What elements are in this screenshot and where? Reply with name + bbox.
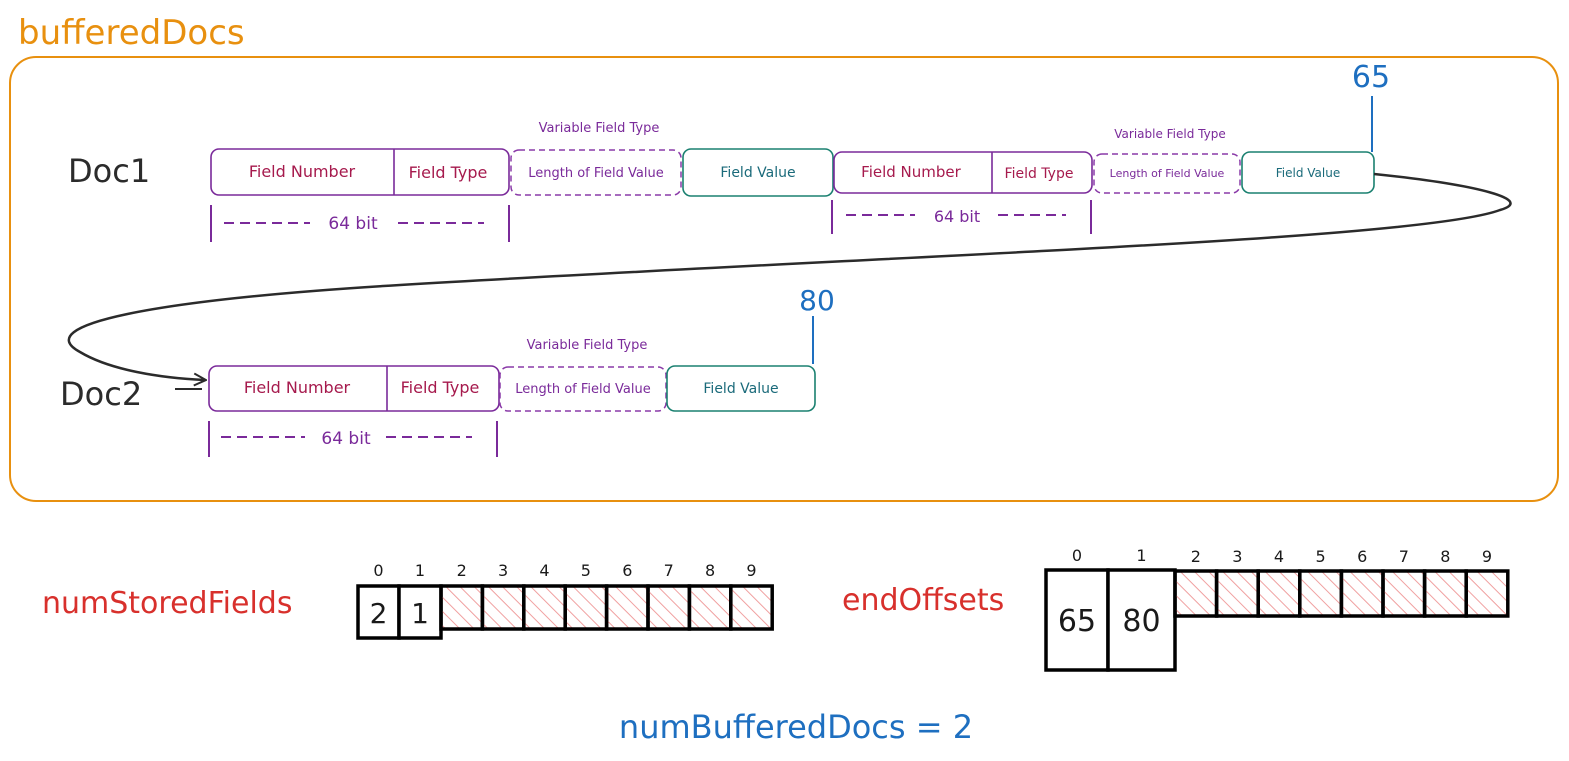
doc2-field1-bits: 64 bit: [321, 429, 371, 449]
num-stored-fields-index-5: 5: [581, 561, 591, 580]
num-stored-fields-value-0: 2: [370, 597, 388, 630]
num-stored-fields-label: numStoredFields: [42, 586, 292, 621]
num-stored-fields-index-3: 3: [498, 561, 508, 580]
doc1-field1-length-box: [510, 149, 682, 196]
num-stored-fields-index-4: 4: [539, 561, 549, 580]
num-stored-fields-cell-3: [480, 584, 526, 631]
num-stored-fields-cell-6: [604, 584, 650, 631]
end-offsets-label: endOffsets: [842, 583, 1004, 618]
end-offsets-index-4: 4: [1274, 547, 1284, 566]
doc2-field1-var-caption: Variable Field Type: [527, 338, 648, 353]
num-stored-fields-cell-1: [397, 584, 443, 640]
end-offsets-cell-8: [1422, 569, 1468, 618]
end-offsets-cell-1: [1106, 568, 1177, 672]
num-stored-fields-index-1: 1: [415, 561, 425, 580]
doc2-field1-length-box: [499, 366, 667, 412]
num-stored-fields-index-7: 7: [664, 561, 674, 580]
doc1-field1-bits: 64 bit: [328, 214, 378, 234]
doc2-field1-field-number: Field Number: [244, 378, 351, 397]
end-offsets-array: 0 65 1 80 2 3 4 5 6 7 8 9: [1044, 546, 1510, 672]
doc2-field1-value: Field Value: [703, 381, 778, 397]
doc1-field2-field-type: Field Type: [1005, 166, 1074, 182]
doc1-field2-header-box: [833, 151, 1093, 194]
end-offsets-cell-2: [1173, 569, 1219, 618]
doc1-field2-var-caption: Variable Field Type: [1114, 127, 1225, 141]
doc1-label: Doc1: [68, 152, 150, 190]
buffered-docs-title: bufferedDocs: [18, 13, 245, 53]
num-stored-fields-value-1: 1: [411, 597, 429, 630]
doc1-field2-value-box: [1241, 151, 1375, 194]
end-offsets-cell-4: [1256, 569, 1302, 618]
end-offsets-cell-0: [1044, 568, 1110, 672]
doc1-field1-var-caption: Variable Field Type: [539, 121, 660, 136]
doc2-field1-field-type: Field Type: [401, 378, 480, 397]
end-offsets-cell-3: [1214, 569, 1260, 618]
num-stored-fields-index-8: 8: [705, 561, 715, 580]
end-offsets-index-6: 6: [1357, 547, 1367, 566]
doc1-field2-value: Field Value: [1276, 166, 1340, 180]
end-offsets-cell-5: [1298, 569, 1344, 618]
num-buffered-docs: numBufferedDocs = 2: [619, 708, 973, 746]
num-stored-fields-cell-2: [439, 584, 485, 631]
doc1-field1-value: Field Value: [720, 165, 795, 181]
end-offsets-index-7: 7: [1399, 547, 1409, 566]
end-offsets-index-8: 8: [1440, 547, 1450, 566]
num-stored-fields-index-0: 0: [373, 561, 383, 580]
doc2-field1-header-box: [208, 365, 500, 412]
doc2-field1-value-box: [666, 365, 816, 412]
num-stored-fields-cell-5: [563, 584, 609, 631]
num-stored-fields-cell-8: [687, 584, 733, 631]
doc1-field2-field-number: Field Number: [861, 163, 961, 181]
doc1-field1-length: Length of Field Value: [528, 166, 663, 181]
end-offsets-value-0: 65: [1058, 604, 1096, 639]
end-offsets-value-1: 80: [1122, 604, 1160, 639]
num-stored-fields-cell-9: [729, 584, 774, 631]
doc1-to-doc2-arrow: [67, 172, 1512, 380]
doc2-label: Doc2: [60, 375, 142, 413]
end-offsets-cell-6: [1339, 569, 1385, 618]
end-offsets-index-2: 2: [1191, 547, 1201, 566]
end-offsets-index-9: 9: [1482, 547, 1492, 566]
num-stored-fields-index-2: 2: [457, 561, 467, 580]
end-offsets-cell-7: [1381, 569, 1427, 618]
end-offsets-index-1: 1: [1136, 546, 1146, 565]
num-stored-fields-cell-4: [522, 584, 567, 631]
num-stored-fields-index-9: 9: [746, 561, 756, 580]
end-offsets-index-3: 3: [1232, 547, 1242, 566]
end-offsets-index-5: 5: [1316, 547, 1326, 566]
doc1-end-offset: 65: [1352, 60, 1390, 95]
num-stored-fields-index-6: 6: [622, 561, 632, 580]
doc2-end-offset: 80: [799, 284, 835, 317]
doc1-field1-value-box: [682, 148, 834, 197]
end-offsets-cell-9: [1464, 569, 1510, 618]
doc1-field1-field-number: Field Number: [249, 162, 356, 181]
doc1-field2-length-box: [1093, 153, 1241, 194]
doc1-field1-field-type: Field Type: [409, 163, 488, 182]
num-stored-fields-cell-7: [646, 584, 692, 631]
end-offsets-index-0: 0: [1072, 546, 1082, 565]
doc1-field2-length: Length of Field Value: [1110, 167, 1225, 180]
doc1-field2-bits: 64 bit: [934, 207, 980, 226]
doc2-field1-length: Length of Field Value: [515, 382, 650, 397]
buffered-docs-container: [9, 56, 1559, 502]
doc1-field1-header-box: [210, 148, 510, 196]
